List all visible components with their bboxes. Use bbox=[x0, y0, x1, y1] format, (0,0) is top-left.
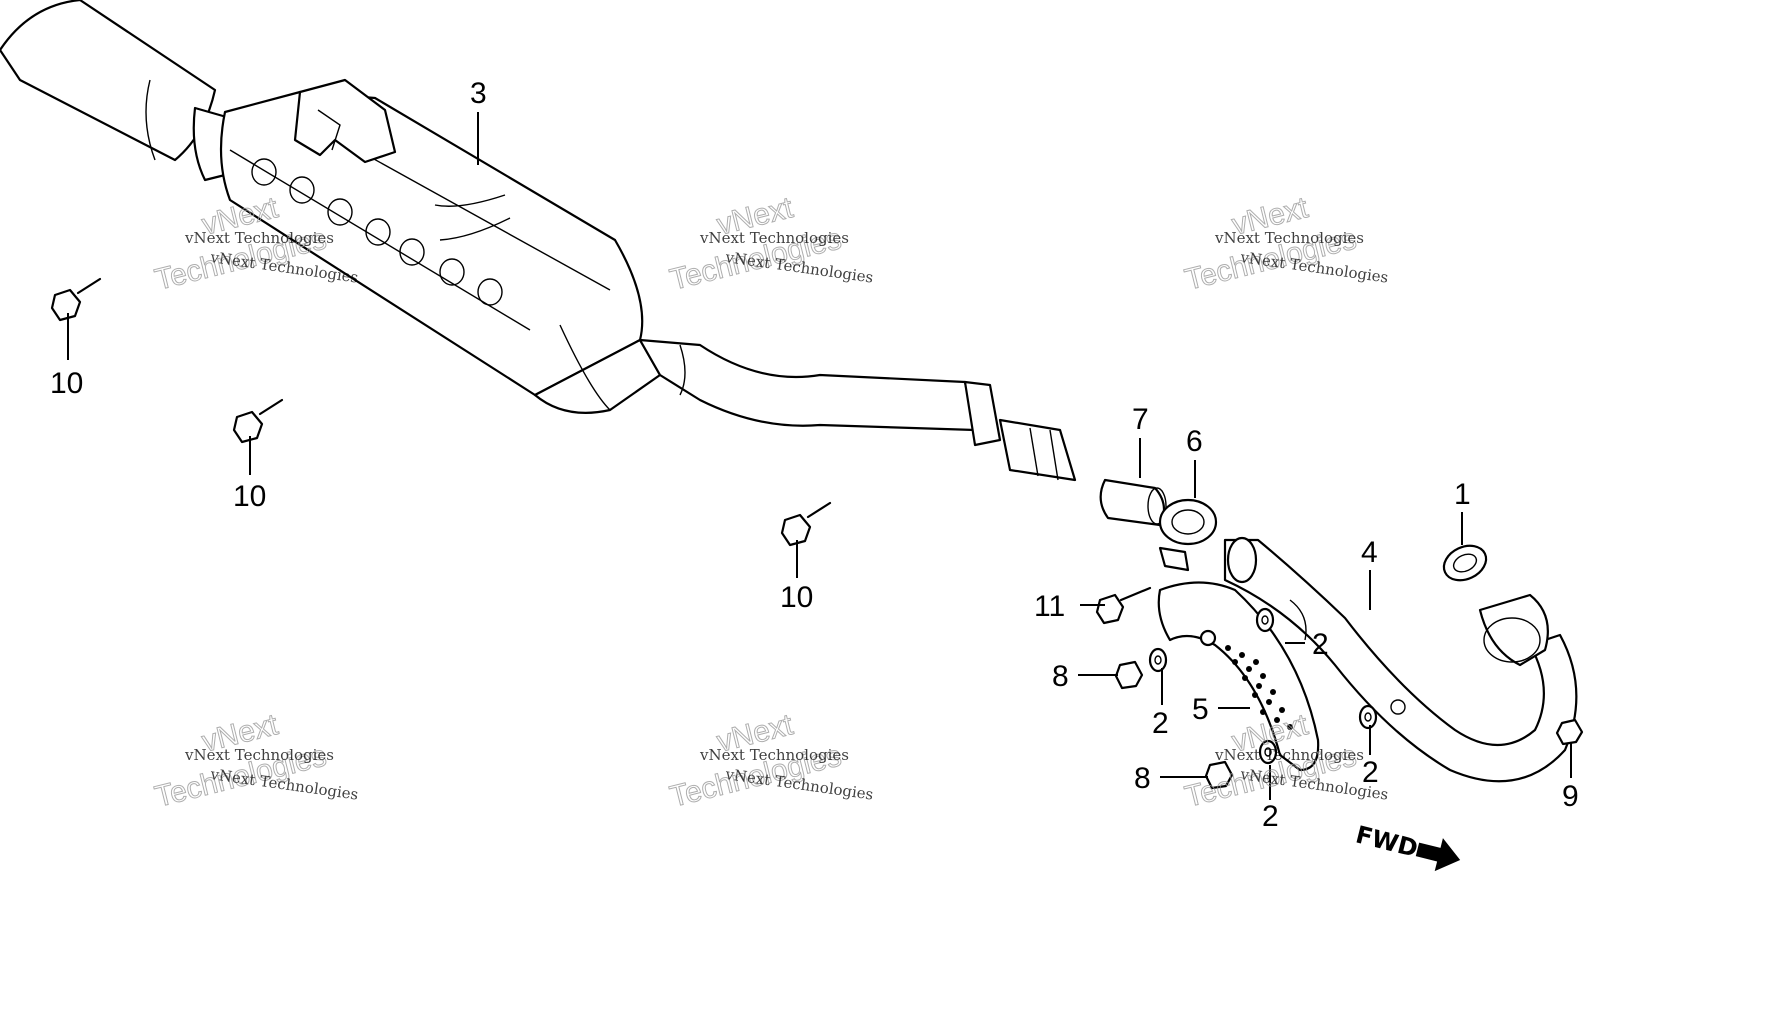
nut-9 bbox=[1555, 718, 1584, 746]
watermark-bottom-left: vNext Technologies vNext Technologies vN… bbox=[151, 708, 359, 815]
callout-3: 3 bbox=[470, 77, 487, 110]
exhaust-heat-shield bbox=[1157, 581, 1320, 772]
callout-10-b: 10 bbox=[233, 480, 266, 513]
heat-shield-perforations bbox=[1225, 645, 1293, 730]
bolt-10-c bbox=[780, 501, 832, 547]
callout-2-d: 2 bbox=[1262, 800, 1279, 833]
callout-6: 6 bbox=[1186, 425, 1203, 458]
callout-11: 11 bbox=[1034, 590, 1065, 623]
callout-10-c: 10 bbox=[780, 581, 813, 614]
washer-2-d bbox=[1258, 739, 1278, 765]
bolt-8-a bbox=[1114, 660, 1144, 690]
washer-2-c bbox=[1358, 704, 1378, 730]
exhaust-clamp bbox=[1158, 498, 1218, 572]
washer-2-a bbox=[1255, 607, 1275, 633]
svg-text:vNext Technologies: vNext Technologies bbox=[184, 746, 334, 764]
fwd-label: FWD bbox=[1353, 821, 1421, 863]
forward-arrow-icon bbox=[1415, 838, 1461, 872]
callout-2-c: 2 bbox=[1362, 756, 1379, 789]
svg-text:vNext Technologies: vNext Technologies bbox=[1214, 229, 1364, 247]
muffler bbox=[0, 0, 1077, 482]
callout-9: 9 bbox=[1562, 780, 1579, 813]
bolt-11 bbox=[1095, 586, 1152, 625]
forward-direction-indicator: FWD bbox=[1353, 821, 1461, 872]
callout-5: 5 bbox=[1192, 693, 1209, 726]
svg-text:vNext Technologies: vNext Technologies bbox=[699, 229, 849, 247]
washer-2-b bbox=[1148, 647, 1168, 673]
watermark-bottom-right: vNext Technologies vNext Technologies vN… bbox=[1181, 708, 1389, 815]
callout-2-b: 2 bbox=[1152, 707, 1169, 740]
gasket-ring-1 bbox=[1442, 544, 1488, 582]
watermark-top-right: vNext Technologies vNext Technologies vN… bbox=[1181, 191, 1389, 298]
svg-text:vNext Technologies: vNext Technologies bbox=[184, 229, 334, 247]
watermark-top-center: vNext Technologies vNext Technologies vN… bbox=[666, 191, 874, 298]
watermark-bottom-center: vNext Technologies vNext Technologies vN… bbox=[666, 708, 874, 815]
callout-1: 1 bbox=[1454, 478, 1471, 511]
muffler-vent-holes bbox=[251, 158, 503, 306]
bolt-10-b bbox=[232, 398, 284, 444]
callout-7: 7 bbox=[1132, 403, 1149, 436]
svg-text:vNext Technologies: vNext Technologies bbox=[1214, 746, 1364, 764]
callout-10-a: 10 bbox=[50, 367, 83, 400]
svg-text:vNext Technologies: vNext Technologies bbox=[699, 746, 849, 764]
joint-gasket bbox=[1099, 478, 1167, 527]
callout-4: 4 bbox=[1361, 536, 1378, 569]
callout-2-a: 2 bbox=[1312, 628, 1329, 661]
callout-8-b: 8 bbox=[1134, 762, 1151, 795]
bolt-10-a bbox=[50, 277, 102, 322]
callout-8-a: 8 bbox=[1052, 660, 1069, 693]
leader-lines bbox=[67, 112, 1572, 800]
exhaust-pipe bbox=[1223, 536, 1578, 783]
